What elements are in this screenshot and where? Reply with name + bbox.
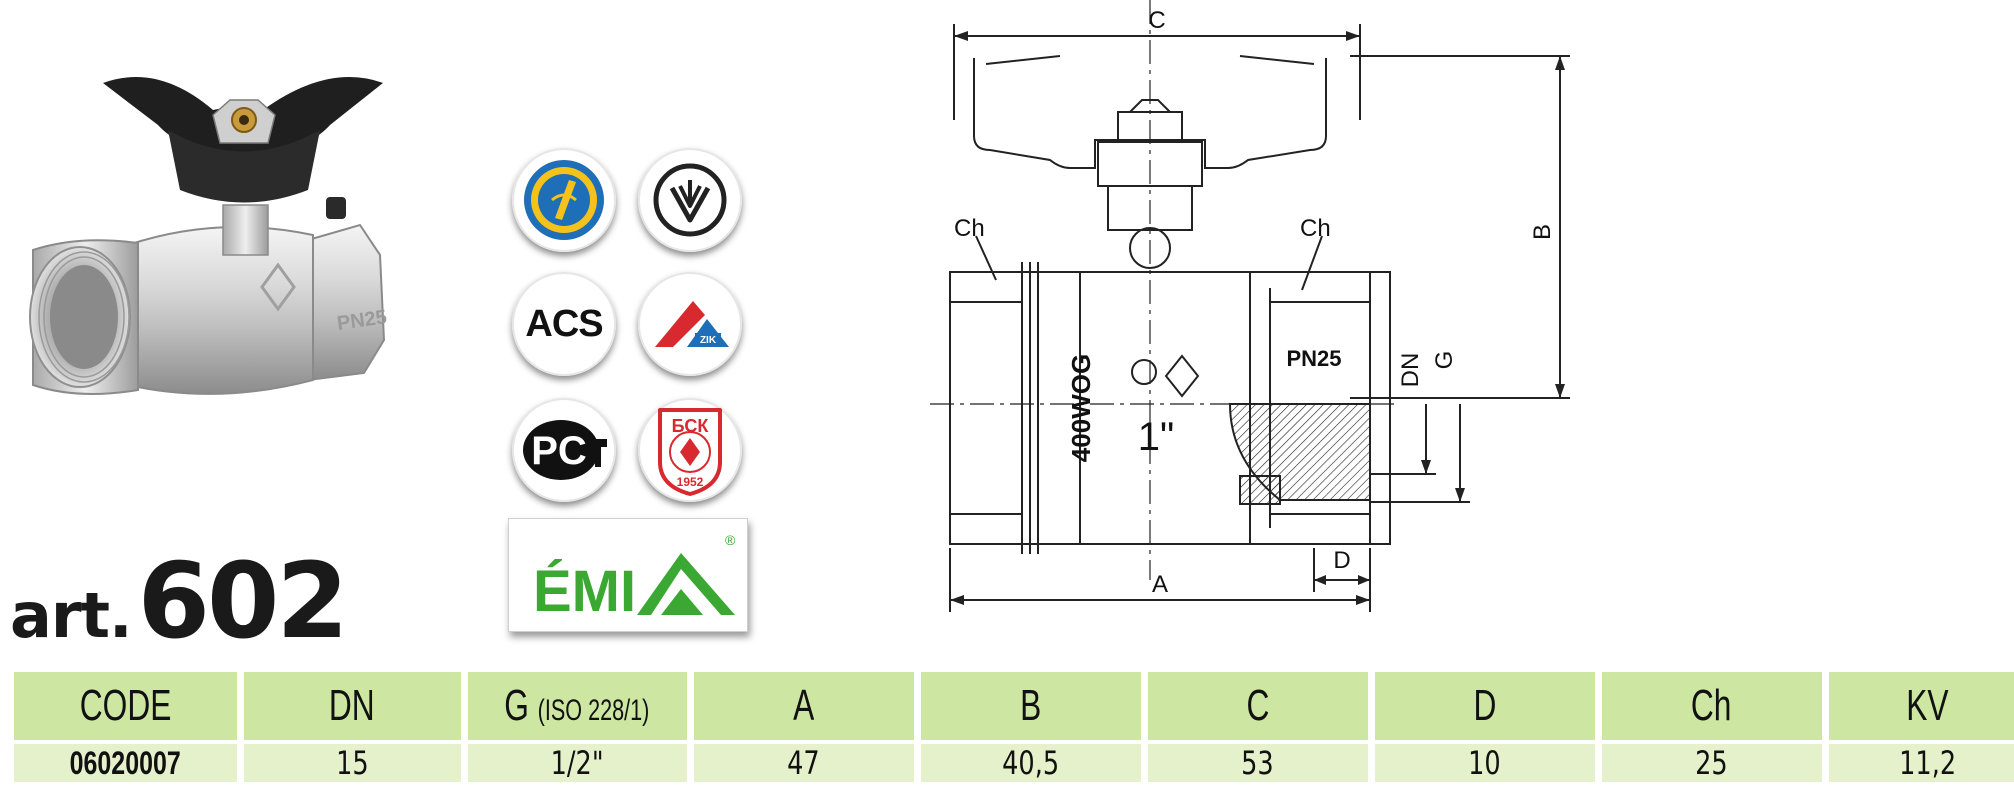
gost-pc-icon: PC: [523, 420, 607, 480]
acs-cert-logo: ACS: [512, 272, 616, 376]
header-ch: Ch: [1594, 672, 1825, 742]
gost-cert-logo: PC: [512, 398, 616, 502]
header-d: D: [1367, 672, 1598, 742]
cell-b: 40,5: [913, 740, 1144, 782]
registered-mark: ®: [725, 532, 736, 548]
emi-roof-icon: ÉMI ®: [533, 532, 736, 624]
cell-dn: 15: [236, 740, 464, 782]
bsk-year-text: 1952: [677, 475, 704, 489]
header-b: B: [913, 672, 1144, 742]
valve-section-drawing: C B A D DN G Ch Ch 400WOG 1" PN25: [930, 0, 1570, 612]
table-row: 06020007 15 1/2" 47 40,5 53 10 25 11,2: [14, 740, 2014, 782]
cell-d: 10: [1367, 740, 1598, 782]
drawing-cert-mark: [1131, 359, 1157, 385]
acs-label: ACS: [525, 302, 603, 345]
article-number: 602: [137, 540, 349, 662]
dim-b-label: B: [1529, 224, 1556, 240]
emi-label: ÉMI: [533, 559, 636, 624]
bsk-top-text: БСК: [672, 416, 710, 436]
ch-right-label: Ch: [1300, 215, 1331, 242]
dim-a-label: A: [1152, 571, 1168, 598]
header-c: C: [1140, 672, 1371, 742]
ukrainian-cert-logo: [512, 148, 616, 252]
dim-g-label: G: [1431, 351, 1458, 370]
cell-a: 47: [686, 740, 917, 782]
header-g-note: (ISO 228/1): [537, 694, 650, 727]
ukr-sepro-mark: [638, 148, 742, 252]
header-code: CODE: [14, 672, 240, 742]
ukr-sepro-icon: [524, 160, 604, 240]
body-size-text: 1": [1138, 415, 1174, 459]
table-header-row: CODE DN G (ISO 228/1) A B C D Ch KV: [14, 672, 2014, 742]
header-dn: DN: [236, 672, 464, 742]
cell-ch: 25: [1594, 740, 1825, 782]
technical-drawing: C B A D DN G Ch Ch 400WOG 1" PN25: [930, 0, 1570, 620]
header-a: A: [686, 672, 917, 742]
dim-dn-label: DN: [1397, 353, 1424, 388]
body-pn-text: PN25: [1286, 346, 1341, 371]
header-kv: KV: [1821, 672, 2014, 742]
body-wog-text: 400WOG: [1066, 354, 1096, 462]
drawing-diamond-mark: [1164, 354, 1200, 398]
bsk-cert-logo: БСК 1952: [638, 398, 742, 502]
svg-text:ZIK: ZIK: [700, 335, 717, 346]
cell-code: 06020007: [14, 740, 240, 782]
ztk-mountain-icon: ZIK: [655, 301, 729, 347]
ukr-conformity-icon: [653, 163, 727, 237]
bsk-shield-icon: БСК 1952: [658, 408, 722, 496]
gost-label: PC: [531, 429, 587, 473]
ztk-cert-logo: ZIK: [638, 272, 742, 376]
ch-left-label: Ch: [954, 215, 985, 242]
article-title: art.602: [10, 540, 349, 662]
header-g: G (ISO 228/1): [460, 672, 690, 742]
spec-table: CODE DN G (ISO 228/1) A B C D Ch KV 0602…: [14, 672, 2014, 793]
ball-valve-illustration: PN25: [29, 77, 388, 395]
emi-cert-logo: ÉMI ®: [508, 518, 748, 632]
cell-kv: 11,2: [1821, 740, 2014, 782]
cell-g: 1/2": [460, 740, 690, 782]
dim-c-label: C: [1148, 7, 1165, 34]
dim-d-label: D: [1333, 547, 1350, 574]
cell-c: 53: [1140, 740, 1371, 782]
article-prefix: art.: [10, 579, 133, 652]
product-photo: PN25: [8, 55, 496, 495]
